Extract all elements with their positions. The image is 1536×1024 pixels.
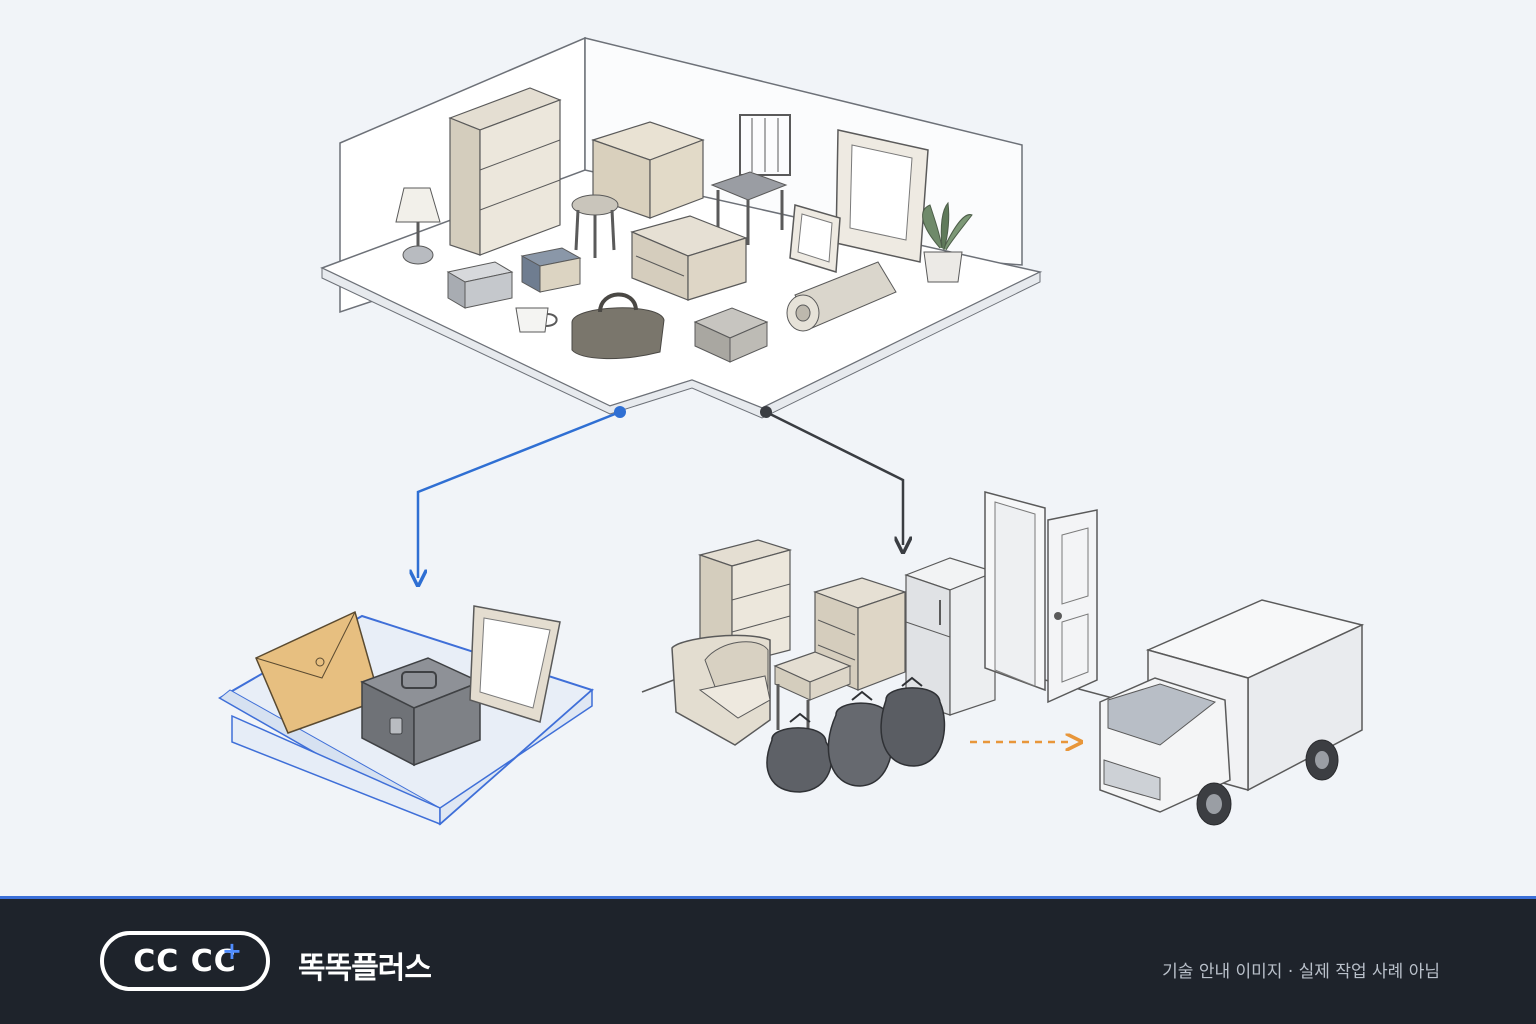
- rug-roll-icon: [786, 261, 897, 332]
- brand-logo[interactable]: CC CC +: [100, 931, 270, 991]
- keep-arrow-start: [614, 406, 626, 418]
- storage-box-icon: [693, 307, 769, 363]
- low-cabinet-icon: [630, 215, 748, 301]
- book-stack-icon: [520, 247, 582, 293]
- bookshelf-icon: [448, 87, 562, 256]
- delivery-truck-icon: [1099, 599, 1365, 826]
- armchair-icon: [671, 634, 771, 746]
- door-icon: [984, 491, 1098, 704]
- photo-frame-icon: [469, 605, 561, 723]
- books-icon: [446, 261, 514, 309]
- mug-icon: [515, 307, 558, 333]
- brand-name: 똑똑플러스: [298, 951, 432, 986]
- disclaimer-text: 기술 안내 이미지 · 실제 작업 사례 아님: [1162, 962, 1440, 982]
- safe-box-icon: [360, 657, 482, 767]
- plant-icon: [922, 201, 973, 283]
- large-frame-icon: [835, 129, 929, 263]
- diagram-canvas: [217, 36, 1365, 826]
- dispose-arrow-start: [760, 406, 772, 418]
- chair-icon: [710, 114, 791, 245]
- refrigerator-icon: [904, 557, 997, 716]
- logo-mark: CC CC: [133, 943, 237, 979]
- dispose-arrow: [765, 410, 903, 545]
- lamp-icon: [395, 187, 441, 265]
- stool-icon: [571, 194, 619, 258]
- logo-plus-icon: +: [221, 937, 242, 965]
- trash-bag-icon: [766, 676, 946, 793]
- duffel-bag-icon: [571, 292, 665, 359]
- footer-bar: CC CC + 똑똑플러스 기술 안내 이미지 · 실제 작업 사례 아님: [0, 896, 1536, 1024]
- small-frame-icon: [789, 204, 841, 273]
- keep-arrow: [418, 410, 621, 578]
